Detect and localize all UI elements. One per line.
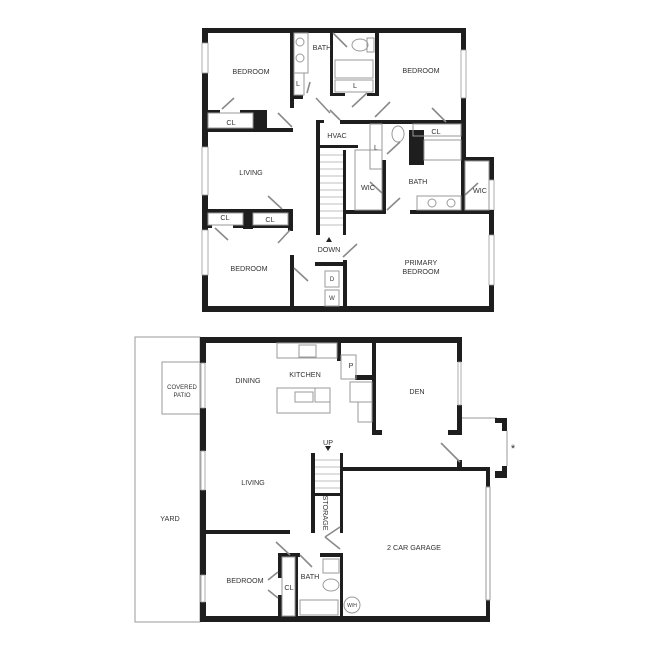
sink-icon	[294, 391, 314, 403]
entry-marker: *	[511, 443, 516, 455]
doors	[267, 442, 461, 599]
sink-icon	[446, 198, 456, 208]
toilet-icon	[322, 578, 340, 592]
window	[201, 229, 209, 276]
room-label-yard: YARD	[160, 514, 179, 523]
stairs-label: UP	[323, 438, 333, 447]
toilet-icon	[351, 38, 369, 52]
room-label-bedroom: BEDROOM	[230, 264, 267, 273]
washer-label: W	[329, 296, 335, 302]
room-label-wic: WIC	[473, 186, 487, 195]
vanity	[416, 195, 462, 211]
sink-icon	[295, 37, 305, 47]
stairs-down[interactable]	[320, 154, 343, 242]
lower-floor: *	[134, 336, 516, 623]
window	[460, 49, 467, 99]
window	[200, 450, 206, 491]
room-label-living: LIVING	[241, 478, 265, 487]
room-label-bath: BATH	[301, 572, 320, 581]
bathtub-icon	[334, 59, 374, 79]
sink-icon	[322, 558, 340, 574]
room-label-wic: WIC	[361, 183, 375, 192]
room-label-storage: STORAGE	[321, 495, 330, 530]
dishwasher-icon	[314, 387, 331, 403]
room-label-linen: L	[353, 81, 357, 90]
room-label-bedroom: BEDROOM	[232, 67, 269, 76]
vanity	[293, 32, 309, 74]
water-heater-icon	[343, 596, 361, 614]
patio-door[interactable]	[200, 362, 206, 409]
toilet-icon	[391, 125, 405, 143]
window	[457, 361, 462, 406]
room-label-hvac: HVAC	[327, 131, 346, 140]
dryer-icon	[324, 270, 340, 288]
room-label-primary-bedroom: PRIMARY	[405, 258, 438, 267]
garage-door[interactable]	[485, 486, 491, 601]
room-label-bath: BATH	[313, 43, 332, 52]
window	[488, 179, 495, 211]
room-label-living: LIVING	[239, 168, 263, 177]
doors	[214, 32, 479, 282]
room-label-kitchen: KITCHEN	[289, 370, 321, 379]
room-label-primary-bedroom: BEDROOM	[402, 267, 439, 276]
room-label-closet: CL	[431, 127, 440, 136]
room-label-dining: DINING	[235, 376, 261, 385]
room-label-closet: CL	[220, 213, 229, 222]
kitchen-counter	[276, 342, 338, 359]
arrow-up-icon	[326, 237, 332, 242]
stairs-up[interactable]	[315, 446, 340, 489]
room-label-covered-patio: PATIO	[173, 393, 190, 399]
room-label-closet: CL	[284, 583, 293, 592]
room-label-pantry: P	[349, 361, 354, 370]
room-label-den: DEN	[409, 387, 424, 396]
room-label-covered-patio: COVERED	[167, 385, 197, 391]
room-label-closet: CL	[265, 215, 274, 224]
water-heater-label: W/H	[347, 603, 357, 609]
sink-icon	[427, 198, 437, 208]
room-label-linen: L	[296, 79, 300, 88]
dryer-label: D	[330, 277, 335, 283]
room-label-linen: L	[374, 143, 378, 152]
sink-icon	[295, 53, 305, 63]
room-label-bedroom: BEDROOM	[402, 66, 439, 75]
window	[201, 42, 209, 74]
arrow-down-icon	[325, 446, 331, 451]
stove-icon	[298, 344, 317, 358]
room-label-closet: CL	[226, 118, 235, 127]
window	[201, 146, 209, 196]
stairs-label: DOWN	[318, 245, 341, 254]
washer-icon	[324, 289, 340, 307]
window	[200, 574, 206, 603]
bathtub-icon	[299, 599, 339, 616]
room-label-bath: BATH	[409, 177, 428, 186]
window	[488, 234, 495, 286]
upper-floor: BEDROOM BATH BEDROOM CL L L L CL HVAC LI…	[201, 28, 495, 312]
yard-area	[134, 336, 201, 623]
refrigerator-icon	[349, 381, 373, 403]
room-label-bedroom: BEDROOM	[226, 576, 263, 585]
room-label-garage: 2 CAR GARAGE	[387, 543, 441, 552]
